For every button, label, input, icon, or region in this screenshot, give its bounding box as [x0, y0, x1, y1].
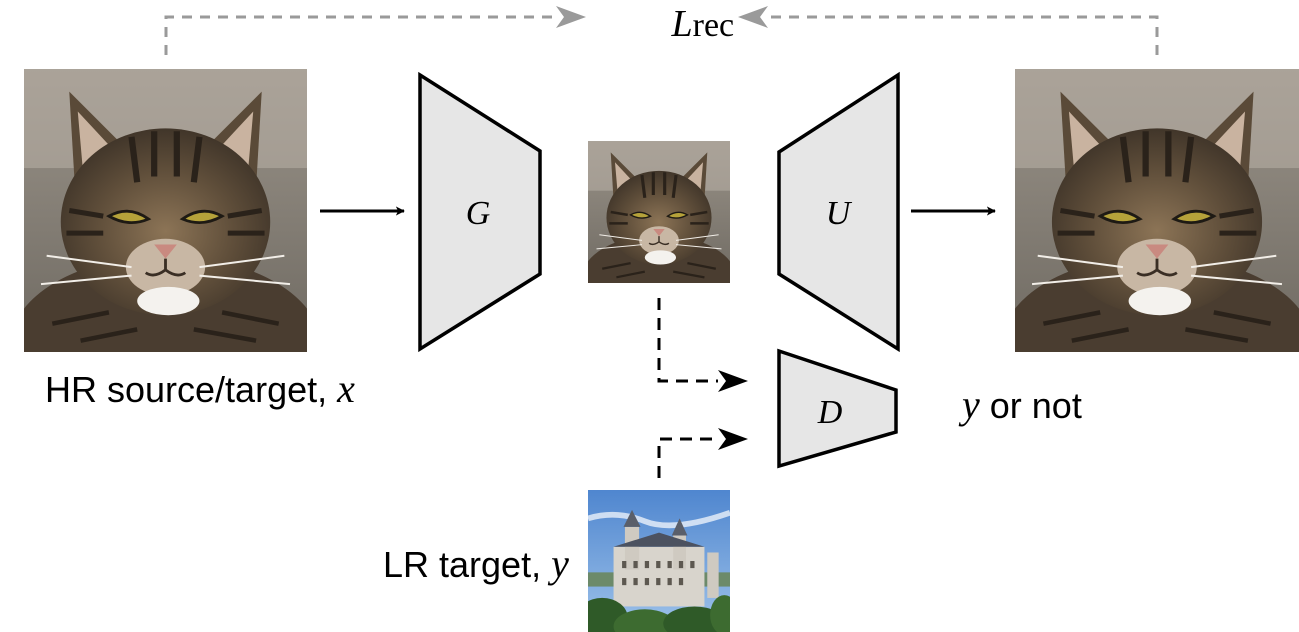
upsampler-label: U — [826, 195, 853, 232]
dashed-arrowhead-lr-to-d — [718, 370, 748, 392]
discriminator-output-text: or not — [980, 385, 1082, 426]
loss-arrowhead-right — [738, 6, 768, 28]
loss-label: Lrec — [624, 3, 763, 45]
loss-arrows — [164, 6, 1159, 55]
discriminator-label: D — [817, 394, 843, 431]
loss-symbol: L — [671, 3, 693, 45]
discriminator-block: D — [777, 348, 898, 469]
lr-target-var: y — [547, 541, 569, 586]
lr-output-image — [588, 141, 730, 283]
lr-target-label: LR target, y — [338, 541, 596, 586]
dashed-arrow-lr-to-d — [657, 298, 718, 383]
loss-arrow-left — [164, 15, 555, 55]
hr-source-label: HR source/target, x — [0, 366, 382, 411]
discriminator-output-label: y or not — [917, 382, 1109, 427]
generator-block: G — [418, 71, 542, 353]
lr-target-image — [577, 490, 739, 632]
lr-target-text: LR target, — [383, 544, 551, 585]
hr-source-text: HR source/target, — [45, 369, 337, 410]
discriminator-output-var: y — [958, 382, 980, 427]
dashed-arrow-target-to-d — [657, 437, 718, 478]
dashed-arrowhead-target-to-d — [718, 428, 748, 450]
loss-arrowhead-left — [556, 6, 586, 28]
hr-reconstruction-image — [1001, 69, 1299, 437]
upsampler-block: U — [777, 71, 900, 353]
loss-subscript: rec — [693, 7, 735, 44]
discriminator-inputs — [657, 298, 748, 478]
loss-arrow-right — [768, 15, 1159, 55]
hr-source-var: x — [336, 366, 355, 411]
generator-label: G — [466, 195, 491, 232]
